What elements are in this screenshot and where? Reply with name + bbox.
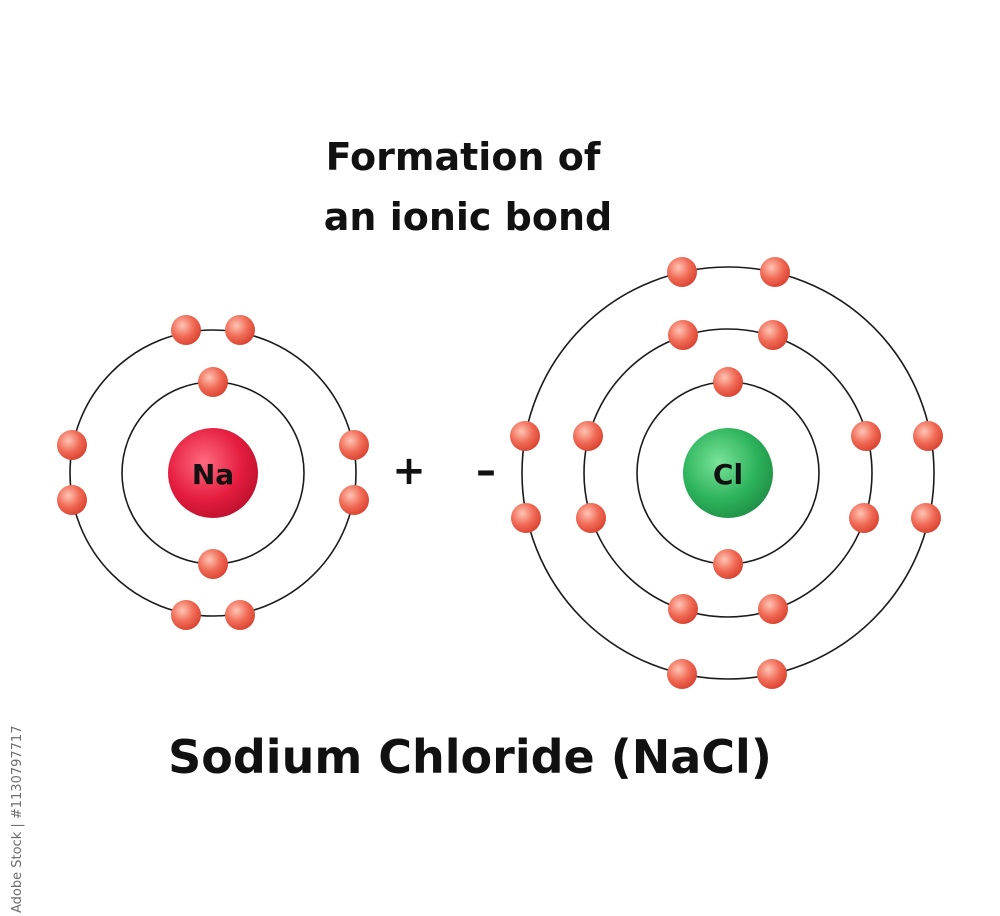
cl-electron: [757, 659, 787, 689]
cl-electron: [849, 503, 879, 533]
cl-electron: [668, 320, 698, 350]
cl-nucleus: [683, 428, 773, 518]
cl-electron: [667, 257, 697, 287]
na-electron: [171, 600, 201, 630]
cl-electron: [668, 594, 698, 624]
cl-electron: [510, 421, 540, 451]
cl-electron: [760, 257, 790, 287]
na-electron: [171, 315, 201, 345]
na-electron: [225, 315, 255, 345]
cl-electron: [573, 421, 603, 451]
na-electron: [225, 600, 255, 630]
title-line-1: Formation of: [326, 135, 601, 179]
cl-electron: [667, 659, 697, 689]
cl-shell-3-orbit: [521, 266, 935, 680]
cl-electron: [758, 594, 788, 624]
chlorine-atom: Cl: [510, 257, 943, 689]
cl-electron: [758, 320, 788, 350]
cl-electron: [851, 421, 881, 451]
na-electron: [198, 367, 228, 397]
title-line-2: an ionic bond: [324, 195, 612, 239]
cl-electron: [713, 549, 743, 579]
cl-electron: [713, 367, 743, 397]
cl-electrons: [510, 257, 943, 689]
cl-shell-2-orbit: [583, 328, 873, 618]
plus-sign: +: [392, 448, 426, 494]
na-electron: [198, 549, 228, 579]
cl-electron: [913, 421, 943, 451]
na-electron: [57, 485, 87, 515]
na-nucleus: [168, 428, 258, 518]
na-shell-2-orbit: [69, 329, 357, 617]
watermark-id: Adobe Stock | #1130797717: [10, 725, 25, 913]
na-electron: [339, 430, 369, 460]
cl-electron: [576, 503, 606, 533]
minus-sign: –: [476, 448, 496, 494]
sodium-atom: Na: [57, 315, 369, 630]
cl-label: Cl: [713, 458, 743, 491]
caption: Sodium Chloride (NaCl): [168, 730, 772, 784]
na-electrons: [57, 315, 369, 630]
na-label: Na: [192, 458, 234, 491]
cl-electron: [511, 503, 541, 533]
na-electron: [339, 485, 369, 515]
na-electron: [57, 430, 87, 460]
cl-electron: [911, 503, 941, 533]
